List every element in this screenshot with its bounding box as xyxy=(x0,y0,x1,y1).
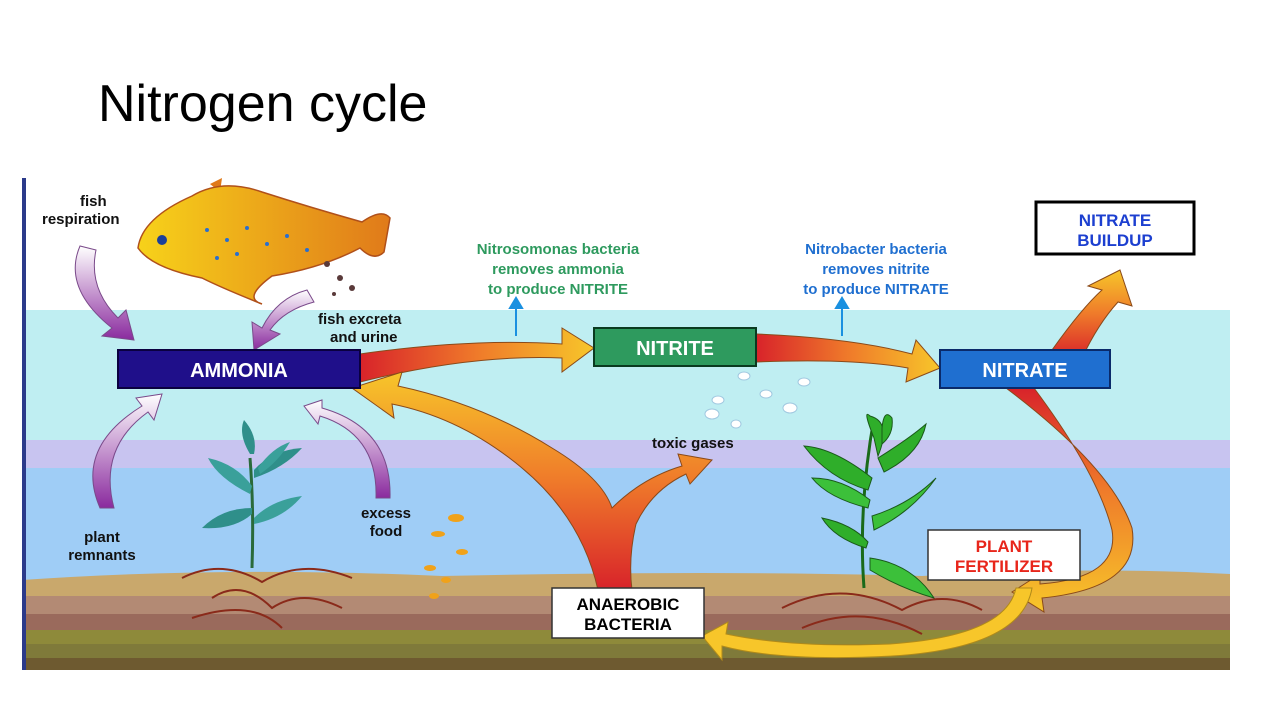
anaerobic-bacteria-node: ANAEROBIC BACTERIA xyxy=(551,587,705,639)
plant-icon xyxy=(181,420,353,629)
plant-remnants-label: plant remnants xyxy=(68,529,136,564)
plant-icon xyxy=(781,413,983,635)
ammonia-node: AMMONIA xyxy=(117,349,361,389)
ammonia-label: AMMONIA xyxy=(190,360,288,382)
plant-fertilizer-node: PLANT FERTILIZER xyxy=(927,529,1081,581)
purple-arrows xyxy=(74,245,391,509)
fish-respiration-line-2: respiration xyxy=(42,211,120,228)
nitrosomonas-line-1: Nitrosomonas bacteria xyxy=(477,241,640,258)
nitrate-label: NITRATE xyxy=(982,360,1067,382)
nitrate-buildup-line-1: NITRATE xyxy=(1079,211,1151,230)
food-flakes-icon xyxy=(424,514,468,599)
page-title: Nitrogen cycle xyxy=(98,75,428,133)
fish-excreta-line-1: fish excreta xyxy=(318,311,402,328)
anaerobic-bacteria-line-2: BACTERIA xyxy=(584,615,672,634)
fish-excreta-label: fish excreta and urine xyxy=(318,311,402,346)
nitrate-node: NITRATE xyxy=(939,349,1111,389)
fish-icon xyxy=(137,178,391,305)
nitrate-buildup-line-2: BUILDUP xyxy=(1077,231,1153,250)
fish-respiration-label: fish respiration xyxy=(42,193,120,228)
nitrite-node: NITRITE xyxy=(593,327,757,367)
nitrate-buildup-node: NITRATE BUILDUP xyxy=(1034,200,1196,256)
plant-fertilizer-line-2: FERTILIZER xyxy=(955,557,1053,576)
anaerobic-bacteria-line-1: ANAEROBIC xyxy=(577,595,680,614)
nitrobacter-line-1: Nitrobacter bacteria xyxy=(805,241,947,258)
nitrosomonas-line-3: to produce NITRITE xyxy=(488,281,628,298)
cycle-arrows xyxy=(350,269,1134,662)
nitrobacter-line-2: removes nitrite xyxy=(822,261,930,278)
nitrobacter-label: Nitrobacter bacteria removes nitrite to … xyxy=(803,241,949,298)
fish-excreta-line-2: and urine xyxy=(330,329,398,346)
excess-food-line-2: food xyxy=(370,523,402,540)
excess-food-line-1: excess xyxy=(361,505,411,522)
gas-bubbles-icon xyxy=(704,371,811,429)
nitrobacter-line-3: to produce NITRATE xyxy=(803,281,949,298)
left-border xyxy=(22,178,26,670)
nitrogen-cycle-diagram: AMMONIA NITRITE NITRATE NITRATE BUILDUP … xyxy=(22,178,1230,670)
nitrosomonas-label: Nitrosomonas bacteria removes ammonia to… xyxy=(477,241,640,298)
nitrosomonas-line-2: removes ammonia xyxy=(492,261,624,278)
plant-remnants-line-2: remnants xyxy=(68,547,136,564)
nitrite-label: NITRITE xyxy=(636,338,714,360)
plant-fertilizer-line-1: PLANT xyxy=(976,537,1033,556)
up-arrow-icon xyxy=(508,296,850,336)
toxic-gases-label: toxic gases xyxy=(652,435,734,452)
excess-food-label: excess food xyxy=(361,505,411,540)
fish-respiration-line-1: fish xyxy=(80,193,107,210)
plant-remnants-line-1: plant xyxy=(84,529,120,546)
